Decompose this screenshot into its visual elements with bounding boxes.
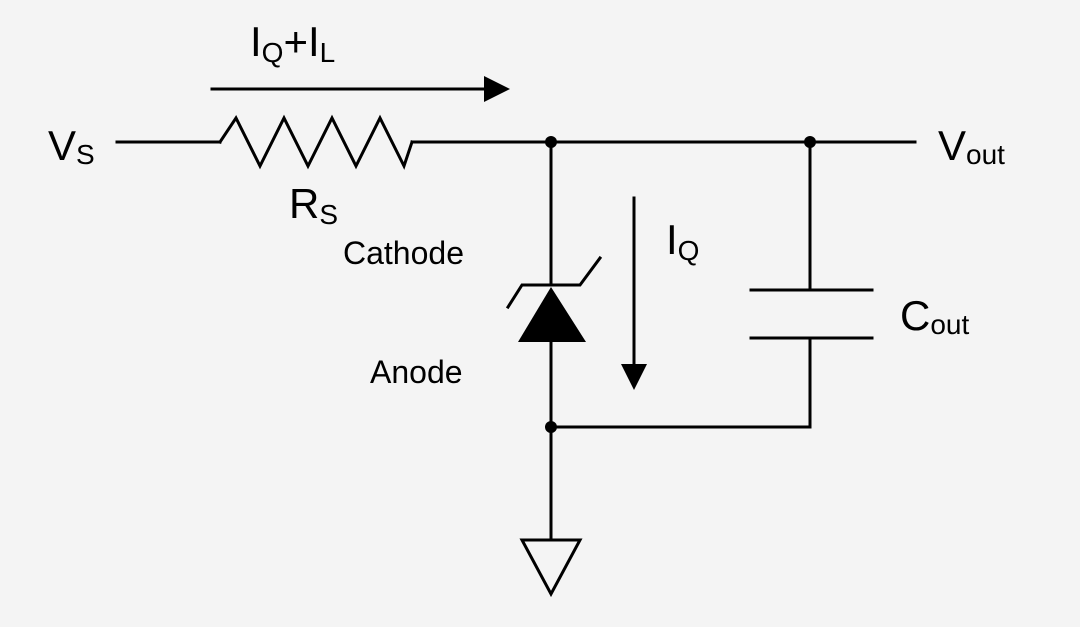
label-anode: Anode: [370, 354, 463, 390]
label-vs: VS: [48, 122, 95, 170]
label-vout: Vout: [938, 122, 1005, 170]
label-rs: RS: [289, 180, 338, 230]
label-iq: IQ: [666, 216, 699, 266]
resistor-rs: [217, 114, 414, 170]
label-cout: Cout: [900, 292, 969, 340]
zener-diode: [505, 255, 603, 342]
label-total-current: IQ+IL: [250, 18, 335, 68]
total-current-arrow: [210, 76, 510, 102]
label-cathode: Cathode: [343, 235, 464, 271]
ground-symbol: [519, 538, 583, 598]
capacitor-cout: [749, 288, 874, 340]
zener-current-arrow: [621, 196, 647, 390]
